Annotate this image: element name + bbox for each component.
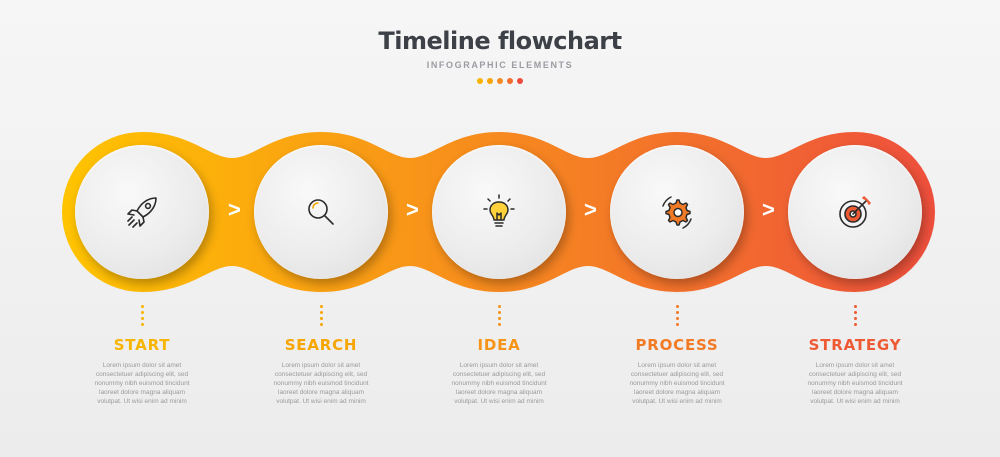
step-description: Lorem ipsum dolor sit amet consectetuer … <box>780 361 930 406</box>
step-label-process: PROCESS <box>635 336 719 354</box>
title-dot <box>487 78 493 84</box>
step-label-strategy: STRATEGY <box>808 336 902 354</box>
step-search-circle <box>254 145 388 279</box>
lightbulb-icon <box>483 194 515 227</box>
step-start-circle <box>75 145 209 279</box>
desc-line: nonummy nibh euismod tincidunt <box>451 380 547 387</box>
desc-line: laoreet dolore magna aliquam <box>278 389 364 396</box>
desc-line: volutpat. Ut wisi enim ad minim <box>97 398 187 405</box>
desc-line: Lorem ipsum dolor sit amet <box>459 362 539 369</box>
title-dot <box>507 78 513 84</box>
step-description: Lorem ipsum dolor sit amet consectetuer … <box>67 361 217 406</box>
title-dot <box>497 78 503 84</box>
step-label-search: SEARCH <box>284 336 358 354</box>
desc-line: consectetuer adipiscing elit, sed <box>630 371 724 378</box>
desc-line: nonummy nibh euismod tincidunt <box>807 380 903 387</box>
step-process-circle <box>610 145 744 279</box>
desc-line: laoreet dolore magna aliquam <box>456 389 542 396</box>
title-dots <box>0 78 1000 84</box>
desc-line: laoreet dolore magna aliquam <box>812 389 898 396</box>
desc-line: consectetuer adipiscing elit, sed <box>274 371 368 378</box>
step-description: Lorem ipsum dolor sit amet consectetuer … <box>246 361 396 406</box>
step-idea-circle <box>432 145 566 279</box>
step-description: Lorem ipsum dolor sit amet consectetuer … <box>424 361 574 406</box>
step-description: Lorem ipsum dolor sit amet consectetuer … <box>602 361 752 406</box>
desc-line: volutpat. Ut wisi enim ad minim <box>632 398 722 405</box>
connector-chevron: > <box>584 197 597 222</box>
desc-line: nonummy nibh euismod tincidunt <box>629 380 725 387</box>
desc-line: Lorem ipsum dolor sit amet <box>637 362 717 369</box>
desc-line: nonummy nibh euismod tincidunt <box>94 380 190 387</box>
connector-chevron: > <box>406 197 419 222</box>
step-dots <box>498 305 502 329</box>
header: Timeline flowchart INFOGRAPHIC ELEMENTS <box>0 26 1000 84</box>
desc-line: laoreet dolore magna aliquam <box>99 389 185 396</box>
gear-icon <box>662 196 692 229</box>
step-dots <box>676 305 680 329</box>
step-label-idea: IDEA <box>477 336 521 354</box>
desc-line: Lorem ipsum dolor sit amet <box>815 362 895 369</box>
step-dots <box>141 305 145 329</box>
title-dot <box>477 78 483 84</box>
desc-line: volutpat. Ut wisi enim ad minim <box>454 398 544 405</box>
rocket-icon <box>127 197 157 228</box>
target-icon <box>839 196 871 228</box>
magnifier-icon <box>308 199 334 225</box>
step-dots <box>854 305 858 329</box>
connector-chevron: > <box>762 197 775 222</box>
desc-line: volutpat. Ut wisi enim ad minim <box>810 398 900 405</box>
step-strategy-circle <box>788 145 922 279</box>
page-title: Timeline flowchart <box>378 27 622 55</box>
connector-chevron: > <box>228 197 241 222</box>
desc-line: volutpat. Ut wisi enim ad minim <box>276 398 366 405</box>
title-dot <box>517 78 523 84</box>
step-label-start: START <box>113 336 171 354</box>
desc-line: laoreet dolore magna aliquam <box>634 389 720 396</box>
desc-line: consectetuer adipiscing elit, sed <box>95 371 189 378</box>
desc-line: consectetuer adipiscing elit, sed <box>808 371 902 378</box>
step-dots <box>320 305 324 329</box>
page-subtitle: INFOGRAPHIC ELEMENTS <box>426 60 574 70</box>
desc-line: nonummy nibh euismod tincidunt <box>273 380 369 387</box>
desc-line: Lorem ipsum dolor sit amet <box>102 362 182 369</box>
desc-line: consectetuer adipiscing elit, sed <box>452 371 546 378</box>
desc-line: Lorem ipsum dolor sit amet <box>281 362 361 369</box>
